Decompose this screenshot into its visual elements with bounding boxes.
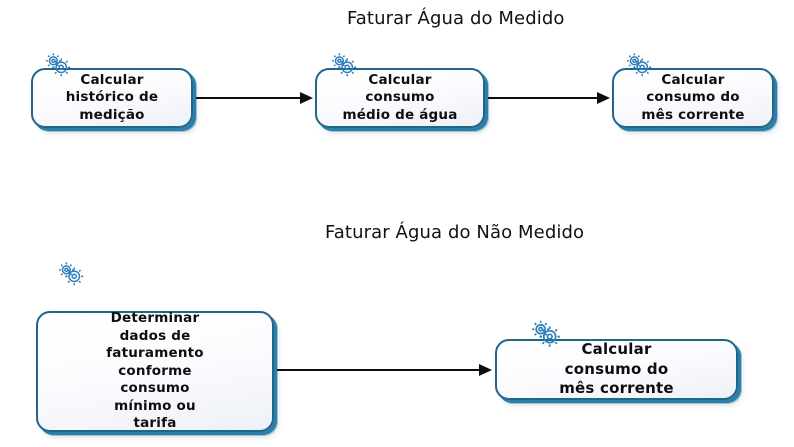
- process-node-determinar-dados-faturamento[interactable]: Determinar dados de faturamento conforme…: [36, 262, 274, 433]
- process-node-calcular-historico-medicao[interactable]: Calcular histórico de medição: [31, 53, 193, 128]
- node-label: Calcular consumo do mês corrente: [559, 340, 674, 398]
- arrow-line: [196, 97, 302, 99]
- process-node-calcular-consumo-mes-corrente-medido[interactable]: Calcular consumo do mês corrente: [612, 53, 774, 128]
- arrow-head: [597, 92, 610, 104]
- node-content: Calcular consumo do mês corrente: [620, 53, 766, 125]
- gears-icon: [56, 261, 86, 287]
- process-node-calcular-consumo-medio-agua[interactable]: Calcular consumo médio de água: [315, 53, 485, 128]
- arrow-line: [277, 369, 481, 371]
- node-content: Calcular consumo médio de água: [323, 53, 477, 125]
- arrow-head: [479, 364, 492, 376]
- arrow-line: [488, 97, 599, 99]
- arrow-consumo-medio-to-mes-corrente: [488, 92, 611, 104]
- node-content: Determinar dados de faturamento conforme…: [44, 262, 266, 433]
- arrow-head: [300, 92, 313, 104]
- node-label: Calcular consumo médio de água: [342, 71, 458, 123]
- node-content: Calcular histórico de medição: [39, 53, 185, 125]
- node-content: Calcular consumo do mês corrente: [503, 320, 730, 399]
- node-label: Calcular consumo do mês corrente: [641, 71, 745, 123]
- section-title-faturar-agua-medido: Faturar Água do Medido: [347, 8, 565, 29]
- process-node-calcular-consumo-mes-corrente-nao-medido[interactable]: Calcular consumo do mês corrente: [495, 320, 738, 400]
- node-label: Determinar dados de faturamento conforme…: [106, 310, 204, 432]
- arrow-determinar-to-calcular: [277, 364, 493, 376]
- node-label: Calcular histórico de medição: [65, 71, 159, 123]
- arrow-historico-to-consumo-medio: [196, 92, 314, 104]
- section-title-faturar-agua-nao-medido: Faturar Água do Não Medido: [325, 222, 585, 243]
